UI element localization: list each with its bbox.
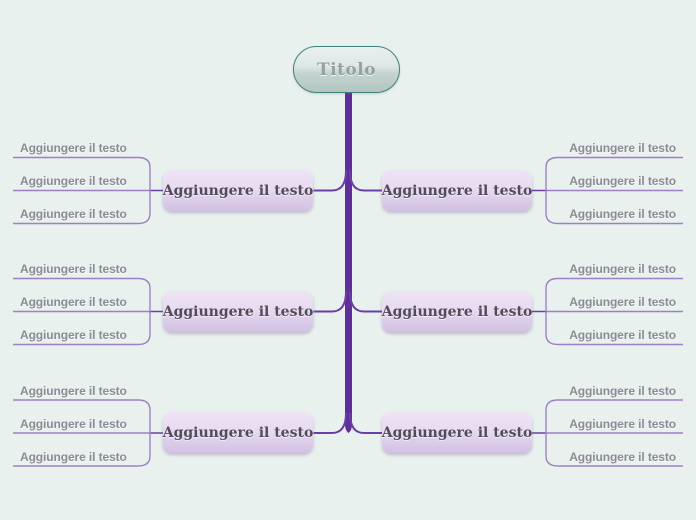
leaf-label[interactable]: Aggiungere il testo xyxy=(20,295,127,309)
leaf-label[interactable]: Aggiungere il testo xyxy=(20,262,127,276)
branch-node-left-1[interactable]: Aggiungere il testo xyxy=(163,170,313,211)
branch-node-left-2[interactable]: Aggiungere il testo xyxy=(163,291,313,332)
branch-connector xyxy=(349,291,383,313)
leaf-label[interactable]: Aggiungere il testo xyxy=(20,207,127,221)
branch-connector xyxy=(349,412,383,434)
branch-connector xyxy=(313,291,347,313)
branch-label: Aggiungere il testo xyxy=(381,182,533,199)
leaf-label[interactable]: Aggiungere il testo xyxy=(569,384,676,398)
title-node[interactable]: Titolo xyxy=(293,46,400,93)
branch-connector xyxy=(313,170,347,192)
branch-label: Aggiungere il testo xyxy=(162,182,314,199)
branch-node-right-1[interactable]: Aggiungere il testo xyxy=(382,170,532,211)
branch-label: Aggiungere il testo xyxy=(162,424,314,441)
branch-node-right-2[interactable]: Aggiungere il testo xyxy=(382,291,532,332)
leaf-label[interactable]: Aggiungere il testo xyxy=(569,174,676,188)
leaf-label[interactable]: Aggiungere il testo xyxy=(569,207,676,221)
branch-connector xyxy=(349,170,383,192)
leaf-label[interactable]: Aggiungere il testo xyxy=(20,174,127,188)
branch-label: Aggiungere il testo xyxy=(381,303,533,320)
leaf-label[interactable]: Aggiungere il testo xyxy=(20,450,127,464)
leaf-label[interactable]: Aggiungere il testo xyxy=(569,450,676,464)
branch-node-right-3[interactable]: Aggiungere il testo xyxy=(382,412,532,453)
leaf-label[interactable]: Aggiungere il testo xyxy=(20,328,127,342)
title-label: Titolo xyxy=(316,59,377,80)
leaf-label[interactable]: Aggiungere il testo xyxy=(569,141,676,155)
leaf-label[interactable]: Aggiungere il testo xyxy=(20,384,127,398)
branch-label: Aggiungere il testo xyxy=(381,424,533,441)
branch-connector xyxy=(313,412,347,434)
leaf-label[interactable]: Aggiungere il testo xyxy=(20,417,127,431)
branch-node-left-3[interactable]: Aggiungere il testo xyxy=(163,412,313,453)
leaf-label[interactable]: Aggiungere il testo xyxy=(569,262,676,276)
branch-label: Aggiungere il testo xyxy=(162,303,314,320)
leaf-label[interactable]: Aggiungere il testo xyxy=(20,141,127,155)
leaf-label[interactable]: Aggiungere il testo xyxy=(569,328,676,342)
leaf-label[interactable]: Aggiungere il testo xyxy=(569,295,676,309)
leaf-label[interactable]: Aggiungere il testo xyxy=(569,417,676,431)
